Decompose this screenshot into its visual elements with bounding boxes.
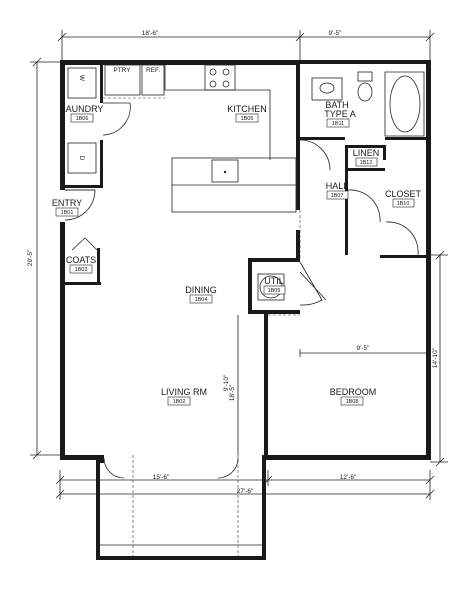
dim-left-overall: 29'-5" bbox=[27, 249, 34, 266]
room-util: UTIL 1B09 bbox=[263, 276, 286, 295]
dim-bedroom-depth: 14'-10" bbox=[432, 347, 439, 368]
room-bath: BATH TYPE A 1B11 bbox=[324, 100, 356, 128]
room-coats: COATS 1B03 bbox=[66, 255, 96, 274]
dim-living-vertical-2: 18'-5" bbox=[229, 384, 236, 401]
room-linen: LINEN 1B12 bbox=[353, 148, 380, 167]
dim-living-width: 15'-6" bbox=[153, 474, 170, 481]
svg-text:TYPE A: TYPE A bbox=[324, 109, 356, 119]
pantry-label: PTRY bbox=[113, 67, 131, 74]
svg-text:CLOSET: CLOSET bbox=[385, 189, 422, 199]
dim-bedroom-bottom: 12'-6" bbox=[340, 474, 357, 481]
washer-label: W bbox=[78, 75, 85, 82]
fixture-labels: PTRY REF. W D bbox=[78, 67, 160, 161]
svg-text:DINING: DINING bbox=[185, 285, 217, 295]
doors bbox=[64, 102, 419, 479]
svg-text:KITCHEN: KITCHEN bbox=[227, 104, 267, 114]
svg-text:1B11: 1B11 bbox=[332, 121, 344, 127]
svg-text:HALL: HALL bbox=[326, 181, 349, 191]
svg-text:1B05: 1B05 bbox=[241, 116, 254, 122]
room-living: LIVING RM 1B02 bbox=[161, 387, 207, 406]
dim-overall-bottom: 27'-6" bbox=[237, 488, 254, 495]
walls bbox=[60, 60, 431, 463]
svg-text:LAUNDRY: LAUNDRY bbox=[61, 104, 104, 114]
room-hall: HALL 1B07 bbox=[326, 181, 349, 200]
room-laundry: LAUNDRY 1B06 bbox=[61, 104, 104, 123]
svg-text:ENTRY: ENTRY bbox=[52, 198, 82, 208]
refrigerator-label: REF. bbox=[146, 67, 160, 74]
dim-bedroom-width: 9'-5" bbox=[357, 345, 371, 352]
svg-text:BATH: BATH bbox=[325, 100, 348, 110]
svg-text:1B10: 1B10 bbox=[397, 201, 410, 207]
svg-text:COATS: COATS bbox=[66, 255, 96, 265]
dim-top-left: 18'-6" bbox=[142, 30, 159, 37]
svg-text:1B02: 1B02 bbox=[173, 399, 186, 405]
svg-text:1B01: 1B01 bbox=[61, 210, 74, 216]
svg-text:LINEN: LINEN bbox=[353, 148, 380, 158]
dimension-lines bbox=[30, 30, 448, 500]
dimension-labels: 18'-6" 9'-5" 29'-5" 9'-5" 14'-10" 15'-6"… bbox=[27, 30, 439, 495]
svg-text:LIVING RM: LIVING RM bbox=[161, 387, 207, 397]
room-entry: ENTRY 1B01 bbox=[52, 198, 82, 217]
svg-text:1B03: 1B03 bbox=[75, 267, 88, 273]
dim-living-vertical: 9'-10" bbox=[223, 374, 230, 391]
fixtures bbox=[67, 64, 425, 560]
balcony bbox=[96, 460, 266, 560]
dim-top-right: 9'-5" bbox=[329, 30, 343, 37]
room-bedroom: BEDROOM 1B08 bbox=[330, 387, 377, 406]
svg-text:1B07: 1B07 bbox=[331, 193, 344, 199]
svg-text:1B08: 1B08 bbox=[346, 399, 359, 405]
room-kitchen: KITCHEN 1B05 bbox=[227, 104, 267, 123]
svg-text:1B12: 1B12 bbox=[360, 160, 373, 166]
room-closet: CLOSET 1B10 bbox=[385, 189, 422, 208]
svg-text:1B06: 1B06 bbox=[76, 116, 89, 122]
room-labels: LAUNDRY 1B06 KITCHEN 1B05 BATH TYPE A 1B… bbox=[52, 100, 422, 406]
room-dining: DINING 1B04 bbox=[185, 285, 217, 304]
svg-text:BEDROOM: BEDROOM bbox=[330, 387, 377, 397]
dryer-label: D bbox=[78, 156, 85, 161]
svg-text:1B04: 1B04 bbox=[195, 297, 208, 303]
svg-text:1B09: 1B09 bbox=[268, 288, 281, 294]
svg-text:UTIL: UTIL bbox=[264, 276, 284, 286]
